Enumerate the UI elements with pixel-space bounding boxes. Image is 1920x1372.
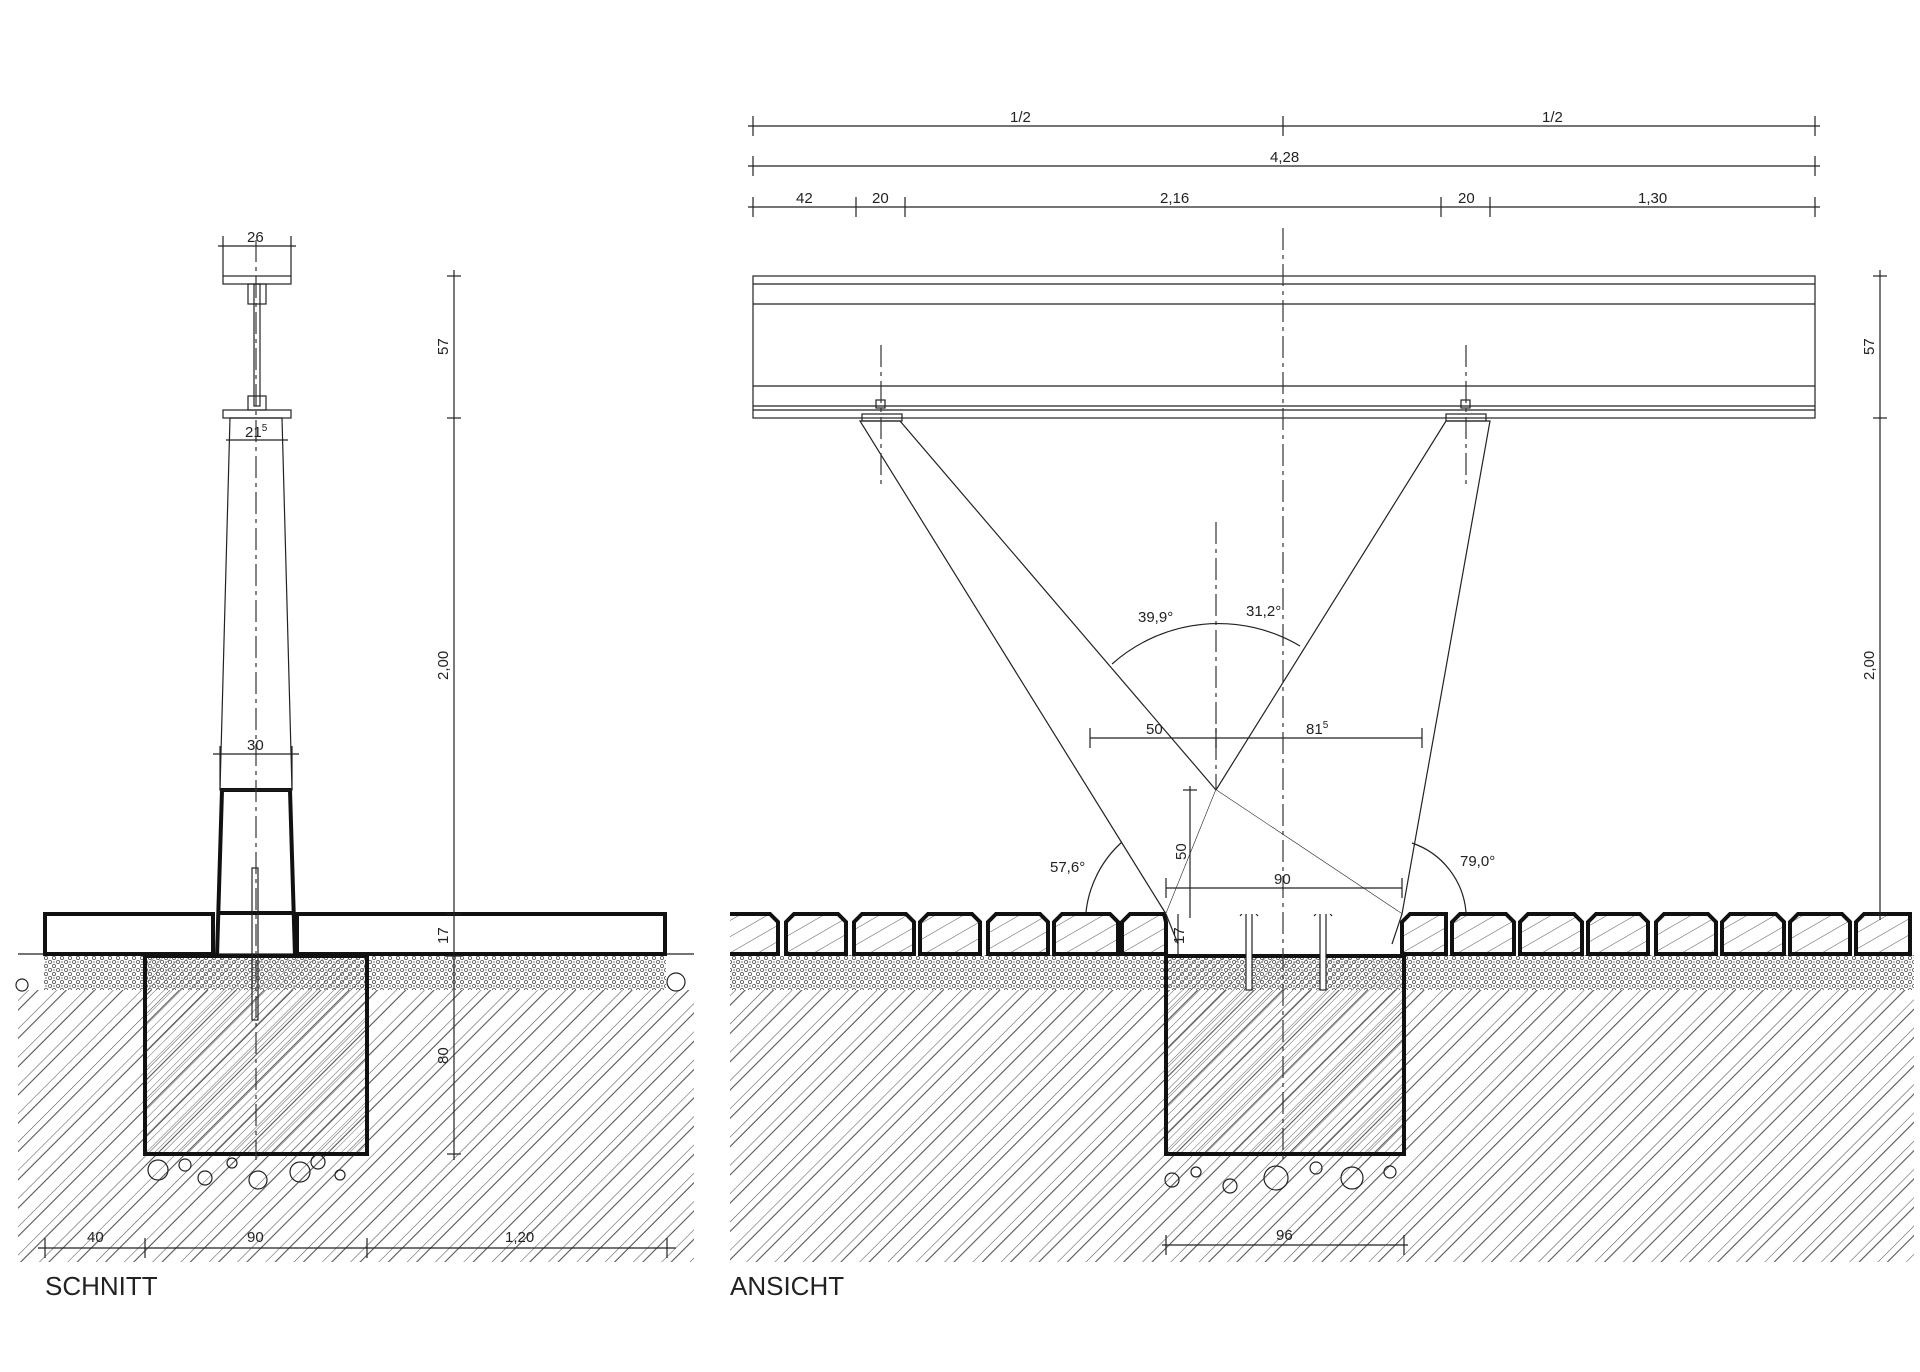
dim-angle-bottom-right: 79,0°	[1460, 853, 1495, 870]
dim-top-column: 215	[245, 423, 268, 441]
dim-offset-left: 50	[1146, 721, 1163, 738]
dim-half-left: 1/2	[1010, 109, 1031, 126]
angle-arc-bottom-left	[1085, 841, 1123, 913]
dim-seg3: 2,16	[1160, 190, 1189, 207]
dim-half-right: 1/2	[1542, 109, 1563, 126]
dim-top-flange: 26	[247, 229, 264, 246]
dim-seg5: 1,30	[1638, 190, 1667, 207]
dim-base-column: 30	[247, 737, 264, 754]
dim-beam-height: 57	[435, 338, 452, 355]
paving-right	[295, 912, 667, 956]
paving-stones-left	[730, 912, 1168, 956]
dim-angle-left-top: 39,9°	[1138, 609, 1173, 626]
paving-left	[43, 912, 215, 956]
gravel-stones-right	[1164, 1161, 1397, 1194]
beam-bottom-flange	[222, 409, 292, 419]
dim-seg1: 42	[796, 190, 813, 207]
section-dimensions	[38, 236, 676, 1258]
elevation-caption: ANSICHT	[730, 1271, 844, 1301]
dim-angle-right-top: 31,2°	[1246, 603, 1281, 620]
angle-arc-bottom-right	[1411, 842, 1467, 913]
elevation-view: 1/2 1/2 4,28 42 20 2,16 20 1,30 57 2,00 …	[730, 109, 1914, 1301]
section-caption: SCHNITT	[45, 1271, 158, 1301]
dim-total: 4,28	[1270, 149, 1299, 166]
dim-footing: 90	[247, 1229, 264, 1246]
v-column-left	[858, 420, 1217, 916]
gravel-stones-left	[15, 972, 686, 1190]
dim-beam-height-elev: 57	[1861, 338, 1878, 355]
dim-seg2: 20	[872, 190, 889, 207]
dim-column-height-elev: 2,00	[1861, 651, 1878, 680]
dim-footing-elev: 96	[1276, 1227, 1293, 1244]
dim-foundation: 80	[435, 1047, 452, 1064]
angle-arc-top	[1111, 623, 1301, 665]
paving-stones-right	[1400, 912, 1912, 956]
dim-base-width: 90	[1274, 871, 1291, 888]
beam-top-flange	[222, 275, 292, 285]
dim-column-height: 2,00	[435, 651, 452, 680]
dim-apex-height: 50	[1173, 843, 1190, 860]
dim-right: 1,20	[505, 1229, 534, 1246]
dim-angle-bottom-left: 57,6°	[1050, 859, 1085, 876]
beam-web	[253, 283, 261, 407]
beam-elevation	[752, 275, 1816, 419]
elevation-dimensions	[748, 116, 1887, 1255]
dim-left: 40	[87, 1229, 104, 1246]
dim-offset-right: 815	[1306, 720, 1329, 738]
section-view: 26 215 30 57 2,00 17 80 40 90 1,20 SCHNI…	[15, 229, 694, 1301]
dim-seg4: 20	[1458, 190, 1475, 207]
dim-paving-elev: 17	[1171, 927, 1188, 944]
dim-paving: 17	[435, 927, 452, 944]
